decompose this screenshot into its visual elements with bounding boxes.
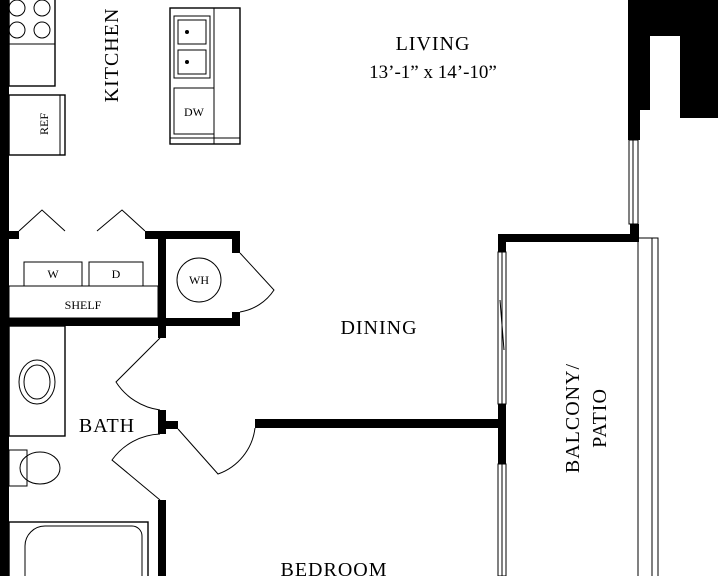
room-label-bath: BATH xyxy=(79,415,135,437)
bath-area xyxy=(8,325,161,576)
water-heater-icon xyxy=(176,257,222,303)
laundry-closet xyxy=(8,209,275,319)
fixture-label-washer: W xyxy=(47,267,59,281)
balcony-door xyxy=(497,237,659,576)
shelf-outline xyxy=(8,285,159,319)
room-label-bedroom: BEDROOM xyxy=(280,559,387,576)
room-label-living: LIVING xyxy=(396,33,471,55)
fixture-label-shelf: SHELF xyxy=(65,298,102,312)
sink-icon xyxy=(173,15,211,79)
fixture-label-dw: DW xyxy=(184,105,205,119)
bathtub-outline xyxy=(8,521,149,576)
room-label-dining: DINING xyxy=(340,317,417,339)
refrigerator-outline xyxy=(8,94,66,156)
toilet-tank xyxy=(8,449,28,487)
room-label-patio: PATIO xyxy=(589,388,611,448)
bedroom-door-swing xyxy=(177,427,256,475)
vanity-sink-icon xyxy=(18,359,56,405)
fixture-label-dryer: D xyxy=(112,267,121,281)
dishwasher-outline xyxy=(173,87,215,135)
kitchen-area xyxy=(8,0,241,156)
fixture-label-wh: WH xyxy=(189,273,209,287)
fixture-label-fireplace: FIREPLACE xyxy=(635,41,644,84)
fixture-label-ref: REF xyxy=(37,113,51,135)
window-living xyxy=(628,139,639,225)
living-dimensions: 13’-1” x 14’-10” xyxy=(369,62,497,83)
toilet-icon xyxy=(19,451,61,485)
room-label-balcony: BALCONY/ xyxy=(562,363,584,473)
room-label-kitchen: KITCHEN xyxy=(101,8,123,103)
